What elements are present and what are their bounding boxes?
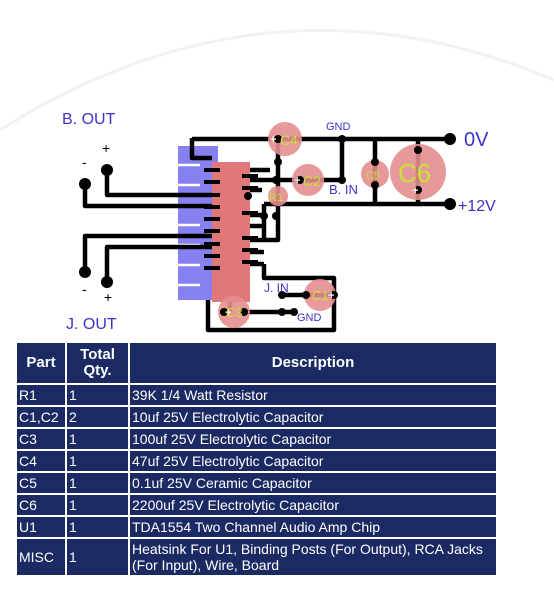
b-in-label: B. IN	[329, 182, 358, 197]
table-row: C1,C2 2 10uf 25V Electrolytic Capacitor	[17, 407, 496, 427]
cell-qty: 1	[67, 451, 128, 471]
cell-qty: 1	[67, 385, 128, 405]
cell-part: C1,C2	[17, 407, 65, 427]
polarity-marks: + + + + +	[225, 134, 418, 319]
cell-qty: 1	[67, 517, 128, 537]
svg-text:+: +	[412, 185, 418, 197]
cell-part: U1	[17, 517, 65, 537]
c5-label: C5	[366, 170, 380, 182]
j-in-label: J. IN	[264, 281, 289, 295]
cell-part: C4	[17, 451, 65, 471]
j-minus-label: -	[82, 281, 87, 297]
b-out-label: B. OUT	[62, 111, 116, 128]
svg-text:+: +	[294, 175, 300, 187]
cell-part: R1	[17, 385, 65, 405]
background-arc	[0, 28, 554, 132]
table-row: U1 1 TDA1554 Two Channel Audio Amp Chip	[17, 517, 496, 537]
cell-description: 100uf 25V Electrolytic Capacitor	[130, 429, 496, 449]
j-out-label: J. OUT	[66, 316, 117, 333]
cell-description: 2200uf 25V Electrolytic Capacitor	[130, 495, 496, 515]
pads	[79, 133, 456, 316]
cell-description: Heatsink For U1, Binding Posts (For Outp…	[130, 539, 496, 575]
header-part: Part	[17, 343, 65, 383]
table-row: C6 1 2200uf 25V Electrolytic Capacitor	[17, 495, 496, 515]
svg-text:+: +	[225, 307, 231, 319]
table-row: R1 1 39K 1/4 Watt Resistor	[17, 385, 496, 405]
cell-description: 47uf 25V Electrolytic Capacitor	[130, 451, 496, 471]
c4-label: C4	[280, 132, 298, 148]
cell-part: C5	[17, 473, 65, 493]
header-qty: Total Qty.	[67, 343, 128, 383]
cell-qty: 1	[67, 539, 128, 575]
cell-part: C3	[17, 429, 65, 449]
zero-v-label: 0V	[464, 129, 489, 151]
plus-12v-label: +12V	[458, 198, 496, 215]
cell-qty: 1	[67, 495, 128, 515]
component-halos	[218, 122, 446, 328]
c3-label: C3	[226, 305, 243, 320]
cell-description: 10uf 25V Electrolytic Capacitor	[130, 407, 496, 427]
parts-table: Part Total Qty. Description R1 1 39K 1/4…	[15, 341, 498, 577]
table-row: C5 1 0.1uf 25V Ceramic Capacitor	[17, 473, 496, 493]
j-plus-label: +	[104, 289, 113, 305]
table-row: MISC 1 Heatsink For U1, Binding Posts (F…	[17, 539, 496, 575]
c2-label: C2	[303, 173, 321, 189]
svg-text:+: +	[328, 290, 334, 302]
gnd-top-label: GND	[326, 121, 351, 133]
c6-label: C6	[398, 158, 431, 188]
cell-qty: 2	[67, 407, 128, 427]
cell-description: 39K 1/4 Watt Resistor	[130, 385, 496, 405]
b-plus-label: +	[102, 140, 111, 156]
table-header-row: Part Total Qty. Description	[17, 343, 496, 383]
cell-part: C6	[17, 495, 65, 515]
cell-part: MISC	[17, 539, 65, 575]
table-row: C4 1 47uf 25V Electrolytic Capacitor	[17, 451, 496, 471]
c1-label: C1	[312, 288, 329, 303]
cell-qty: 1	[67, 473, 128, 493]
b-minus-label: -	[82, 154, 87, 170]
r1-label: R1	[269, 192, 283, 204]
pcb-layout-diagram: + + + + + C4 C2 C5 C6 R1 C1 C3	[0, 28, 554, 333]
chip-pins	[204, 168, 258, 270]
gnd-bottom-label: GND	[297, 312, 322, 324]
cell-description: 0.1uf 25V Ceramic Capacitor	[130, 473, 496, 493]
table-row: C3 1 100uf 25V Electrolytic Capacitor	[17, 429, 496, 449]
svg-text:+: +	[270, 134, 276, 146]
cell-qty: 1	[67, 429, 128, 449]
header-description: Description	[130, 343, 496, 383]
cell-description: TDA1554 Two Channel Audio Amp Chip	[130, 517, 496, 537]
